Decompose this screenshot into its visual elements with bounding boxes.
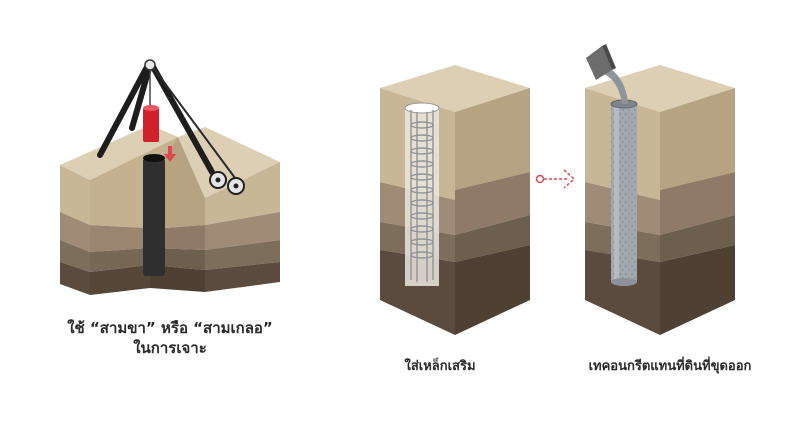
- step3-left-layer4: [585, 250, 660, 335]
- step1-notch-left-layer4: [90, 265, 150, 295]
- step3-concrete-bottom: [611, 278, 637, 286]
- step2-right-layer2: [455, 172, 530, 235]
- step1-right-layer1: [205, 162, 280, 225]
- concrete-pour-stream: [600, 66, 628, 104]
- step2-right-layer4: [455, 245, 530, 335]
- step1-soil-block: [60, 125, 280, 295]
- step1-left-layer1: [60, 165, 90, 225]
- concrete-bucket-rim: [602, 44, 616, 70]
- tripod-pulley: [144, 59, 156, 71]
- concrete-bucket-icon: [586, 44, 628, 104]
- step1-right-layer3: [205, 240, 280, 270]
- step3-right-layer2: [660, 172, 735, 235]
- step2-caption: ใส่เหล็กเสริม: [404, 359, 476, 374]
- step1-caption-line1: ใช้ “สามขา” หรือ “สามเกลอ”: [67, 319, 273, 337]
- step1-caption: ใช้ “สามขา” หรือ “สามเกลอ” ในการเจาะ: [40, 318, 300, 358]
- step2-top: [380, 65, 530, 112]
- down-arrow-icon: [164, 146, 176, 162]
- step3-top: [585, 65, 735, 112]
- step3-concrete-highlight: [614, 104, 619, 282]
- step1-bore-opening: [143, 154, 165, 162]
- step3-right-layer3: [660, 215, 735, 262]
- step1-bore-casing: [143, 158, 165, 276]
- step1-right-layer2: [205, 212, 280, 250]
- step3-right-layer1: [660, 88, 735, 190]
- tripod-cable: [151, 65, 239, 183]
- step1-top-right: [178, 127, 280, 198]
- concrete-bucket: [586, 46, 612, 80]
- rebar-cage-icon: [410, 110, 434, 282]
- step1-left-layer3: [60, 240, 90, 272]
- winch-icon: [209, 171, 245, 195]
- step3-soil-block: [585, 65, 735, 335]
- step1-caption-line2: ในการเจาะ: [133, 339, 207, 357]
- step2-soil-block: [380, 65, 530, 335]
- step2-right-layer1: [455, 88, 530, 190]
- step1-notch-left-layer2: [90, 225, 150, 252]
- step1-notch-left-layer3: [90, 248, 150, 272]
- tripod-leg-middle: [129, 62, 153, 131]
- step1-left-layer4: [60, 262, 90, 295]
- step3-right-layer4: [660, 245, 735, 335]
- step2-bore-opening: [404, 102, 440, 114]
- step3-caption: เทคอนกรีตแทนที่ดินที่ขุดออก: [588, 359, 752, 374]
- step1-left-layer2: [60, 212, 90, 252]
- tripod-leg-right: [149, 62, 215, 175]
- tripod-leg-left: [97, 62, 151, 158]
- next-step-arrow-icon: [535, 169, 576, 189]
- step2-right-layer3: [455, 215, 530, 262]
- drop-hammer-icon: [143, 105, 159, 142]
- step1-right-layer4: [205, 262, 280, 292]
- tripod-rig-icon: [97, 59, 245, 195]
